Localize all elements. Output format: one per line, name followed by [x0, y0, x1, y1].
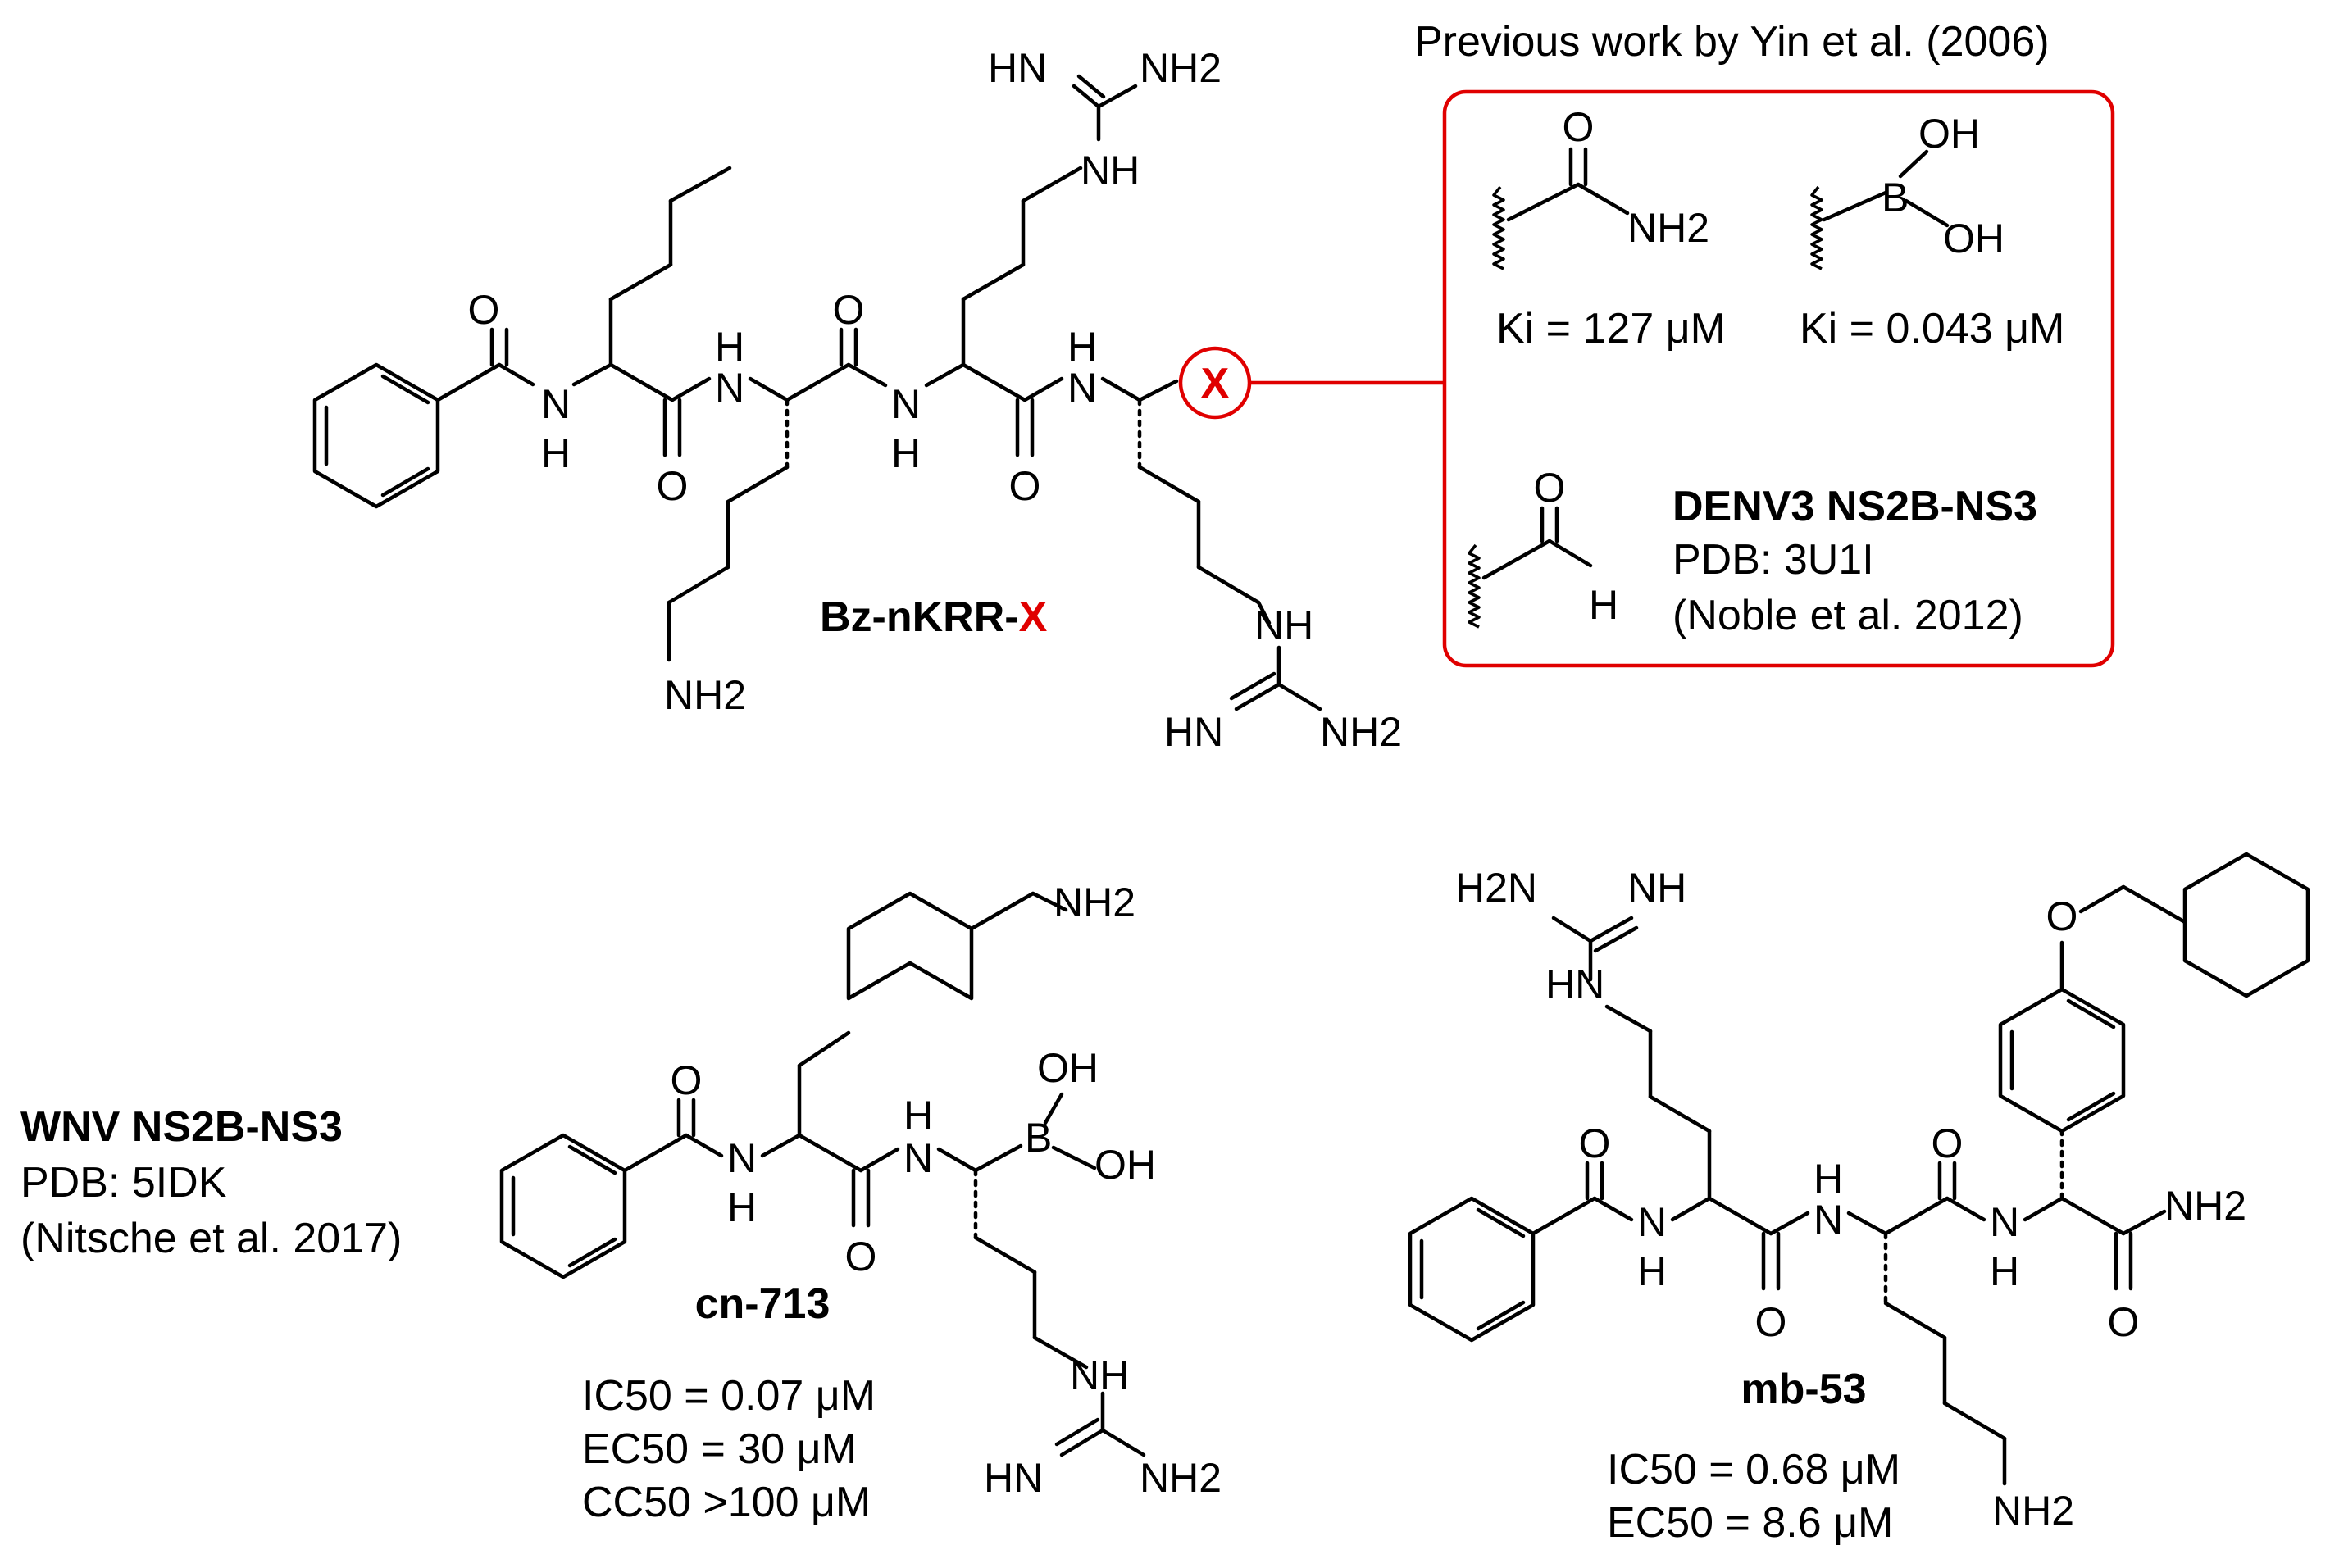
denv3-pdb: PDB: 3U1I	[1672, 536, 1874, 584]
mb53-o4: O	[2108, 1299, 2140, 1345]
denv3-title: DENV3 NS2B-NS3	[1672, 483, 2037, 530]
mb53-lys-nh2: NH2	[1992, 1488, 2074, 1534]
mb53-o2: O	[1755, 1299, 1787, 1345]
cn713-n1: N	[727, 1135, 757, 1181]
cn713-oh-top: OH	[1037, 1045, 1099, 1091]
wnv-citation: (Nitsche et al. 2017)	[20, 1215, 402, 1262]
previous-work-box	[1442, 89, 2115, 668]
bz-n4-h: H	[1067, 324, 1097, 370]
bz-nkrr-name: Bz-nKRR-X	[820, 593, 1048, 641]
bz-nkrr-structure	[312, 74, 1322, 711]
mb53-nh2-amide: NH2	[2164, 1183, 2246, 1229]
wnv-pdb: PDB: 5IDK	[20, 1159, 227, 1207]
mb-53-structure	[1408, 852, 2310, 1486]
amide-ki: Ki = 127 μM	[1496, 305, 1726, 352]
cn713-ic50: IC50 = 0.07 μM	[582, 1372, 876, 1420]
mb53-o-ether: O	[2046, 893, 2078, 939]
cn713-name: cn-713	[695, 1280, 831, 1328]
cn713-o1: O	[671, 1057, 703, 1103]
bz-arg1-nh: NH	[1081, 148, 1140, 193]
bz-lys-nh2: NH2	[664, 672, 746, 718]
bz-n1: N	[541, 381, 571, 427]
wnv-title: WNV NS2B-NS3	[20, 1103, 343, 1151]
amide-o: O	[1563, 104, 1595, 150]
amide-nh2: NH2	[1627, 205, 1709, 251]
boronic-b: B	[1882, 175, 1909, 220]
cn713-n2-h: H	[903, 1093, 933, 1139]
bz-n3-h: H	[891, 430, 921, 476]
bz-arg2-nh2: NH2	[1320, 709, 1402, 755]
previous-work-caption: Previous work by Yin et al. (2006)	[1414, 18, 2050, 66]
cn713-cc50: CC50 >100 μM	[582, 1479, 871, 1526]
mb53-o3: O	[1932, 1120, 1964, 1166]
cn713-arg-hn: HN	[984, 1455, 1043, 1501]
mb53-n3-h: H	[1990, 1248, 2019, 1294]
aldehyde-h: H	[1589, 582, 1618, 628]
boronic-oh-top: OH	[1918, 111, 1980, 157]
mb53-n1: N	[1637, 1199, 1667, 1245]
denv3-citation: (Noble et al. 2012)	[1672, 592, 2023, 639]
cn713-ec50: EC50 = 30 μM	[582, 1425, 857, 1473]
bz-n1-h: H	[541, 430, 571, 476]
cn713-b: B	[1025, 1115, 1052, 1161]
bz-n2-h: H	[715, 324, 744, 370]
bz-n2: N	[715, 365, 744, 411]
mb53-n2-h: H	[1813, 1156, 1843, 1202]
mb53-ic50: IC50 = 0.68 μM	[1607, 1446, 1900, 1493]
mb53-n2: N	[1813, 1197, 1843, 1243]
bz-n4: N	[1067, 365, 1097, 411]
cn713-nh2-benzyl: NH2	[1054, 879, 1135, 925]
mb53-arg-h2n: H2N	[1455, 865, 1537, 911]
mb53-n1-h: H	[1637, 1248, 1667, 1294]
mb53-arg-nh: NH	[1627, 865, 1686, 911]
aldehyde-o: O	[1534, 465, 1566, 511]
cn713-oh-right: OH	[1094, 1142, 1156, 1188]
boronic-ki: Ki = 0.043 μM	[1800, 305, 2064, 352]
bz-n3: N	[891, 381, 921, 427]
boronic-oh-bottom: OH	[1943, 216, 2005, 261]
bz-o3: O	[833, 287, 865, 333]
mb53-n3: N	[1990, 1199, 2019, 1245]
bz-o2: O	[657, 463, 689, 509]
cn713-n2: N	[903, 1135, 933, 1181]
mb53-name: mb-53	[1741, 1366, 1866, 1413]
cn713-arg-nh2: NH2	[1140, 1455, 1222, 1501]
bz-arg1-nh2: NH2	[1140, 45, 1222, 91]
warhead-structures	[1468, 147, 1950, 629]
cn-713-structure	[499, 891, 1146, 1457]
bz-o1: O	[468, 287, 500, 333]
mb53-ec50: EC50 = 8.6 μM	[1607, 1499, 1893, 1547]
bz-arg2-hn: HN	[1164, 709, 1223, 755]
cn713-o2: O	[845, 1234, 877, 1279]
bz-o4: O	[1009, 463, 1041, 509]
bz-arg1-hn: HN	[988, 45, 1047, 91]
bz-arg2-nh: NH	[1254, 602, 1313, 648]
x-circle-label: X	[1201, 360, 1230, 407]
cn713-arg-nh: NH	[1070, 1352, 1129, 1398]
mb53-o1: O	[1579, 1120, 1611, 1166]
cn713-n1-h: H	[727, 1184, 757, 1230]
mb53-arg-hn: HN	[1545, 961, 1604, 1007]
